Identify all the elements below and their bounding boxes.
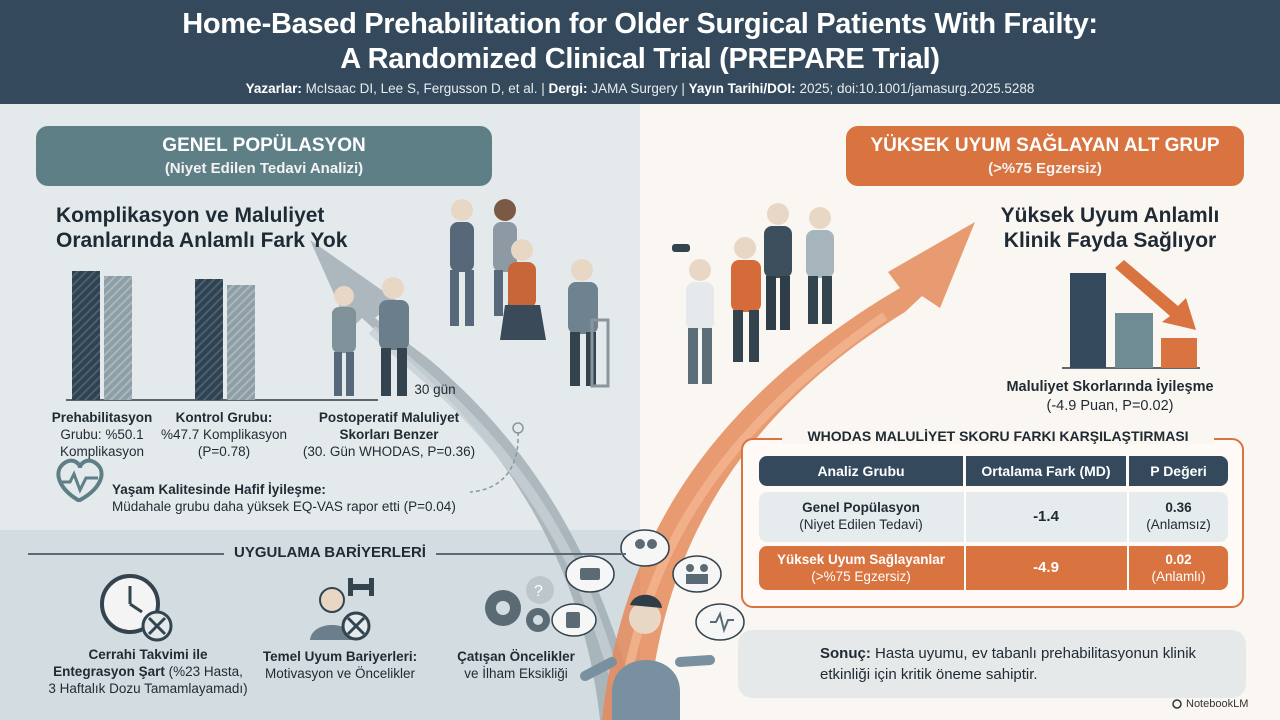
date-value: 2025; doi:10.1001/jamasurg.2025.5288 xyxy=(799,81,1035,96)
row2-md: -4.9 xyxy=(1033,559,1059,576)
disability-caption: Postoperatif Maluliyet Skorları Benzer (… xyxy=(302,410,476,459)
people-icon xyxy=(635,539,645,549)
heart-icon xyxy=(56,458,104,502)
improvement-caption: Maluliyet Skorlarında İyileşme (-4.9 Pua… xyxy=(1006,379,1214,414)
barriers-divider-right xyxy=(436,553,626,555)
control-caption: Kontrol Grubu: %47.7 Komplikasyon (P=0.7… xyxy=(160,410,288,459)
table-header-md: Ortalama Fark (MD) xyxy=(966,456,1126,486)
whodas-table-title: WHODAS MALULİYET SKORU FARKI KARŞILAŞTIR… xyxy=(782,428,1214,444)
citation-line: Yazarlar: McIsaac DI, Lee S, Fergusson D… xyxy=(245,81,1035,96)
high-adherence-title: YÜKSEK UYUM SAĞLAYAN ALT GRUP xyxy=(870,135,1220,156)
high-adherence-subtitle: (>%75 Egzersiz) xyxy=(988,160,1102,177)
header-bar: Home-Based Prehabilitation for Older Sur… xyxy=(0,0,1280,104)
clock-icon xyxy=(100,574,173,642)
bubble-icons xyxy=(566,539,734,634)
down-trend-arrow-icon xyxy=(1115,260,1196,330)
barrier-adherence-caption: Temel Uyum Bariyerleri: Motivasyon ve Ön… xyxy=(262,649,418,681)
prehab-caption: Prehabilitasyon Grubu: %50.1 Komplikasyo… xyxy=(51,410,153,459)
general-population-banner: GENEL POPÜLASYON (Niyet Edilen Tedavi An… xyxy=(36,126,492,186)
row2-p: 0.02 (Anlamlı) xyxy=(1151,552,1206,584)
control-bar-1 xyxy=(195,279,223,400)
qol-connector-line xyxy=(469,431,519,493)
row1-p: 0.36 (Anlamsız) xyxy=(1146,500,1211,532)
barriers-title: UYGULAMA BARİYERLERİ xyxy=(234,544,426,561)
title-line-1: Home-Based Prehabilitation for Older Sur… xyxy=(182,8,1098,40)
high-adherence-banner: YÜKSEK UYUM SAĞLAYAN ALT GRUP (>%75 Egze… xyxy=(846,126,1244,186)
briefcase-icon xyxy=(580,568,600,580)
person-dumbbell-icon xyxy=(310,578,374,641)
notebooklm-logo-icon xyxy=(1172,699,1182,709)
svg-text:?: ? xyxy=(534,583,543,600)
barrier-schedule-caption: Cerrahi Takvimi ile Entegrasyon Şart (%2… xyxy=(48,647,248,696)
left-heading: Komplikasyon ve Maluliyet Oranlarında An… xyxy=(56,204,348,252)
table-header-p: P Değeri xyxy=(1129,456,1228,486)
elderly-walkers-group xyxy=(332,199,610,396)
row2-group: Yüksek Uyum Sağlayanlar (>%75 Egzersiz) xyxy=(776,552,946,584)
improvement-bar-1 xyxy=(1070,273,1106,368)
prehab-bar-1 xyxy=(72,271,100,400)
barrier-priorities-caption: Çatışan Öncelikler ve İlham Eksikliği xyxy=(457,649,575,681)
authors-value: McIsaac DI, Lee S, Fergusson D, et al. xyxy=(305,81,538,96)
title-line-2: A Randomized Clinical Trial (PREPARE Tri… xyxy=(340,43,940,75)
control-bar-2 xyxy=(227,285,255,400)
row1-group: Genel Popülasyon (Niyet Edilen Tedavi) xyxy=(799,500,923,532)
row1-md: -1.4 xyxy=(1033,508,1059,525)
orange-path-arrow-highlight xyxy=(615,312,888,720)
active-elderly-group xyxy=(672,203,834,384)
thinking-person-icon xyxy=(580,594,715,720)
table-header-group: Analiz Grubu xyxy=(759,456,963,486)
journal-label: Dergi: xyxy=(548,81,588,96)
gears-icon: ? xyxy=(485,576,554,632)
improvement-bar-3 xyxy=(1161,338,1197,368)
date-label: Yayın Tarihi/DOI: xyxy=(688,81,796,96)
barriers-divider-left xyxy=(28,553,224,555)
conclusion-box xyxy=(738,630,1246,698)
general-population-title: GENEL POPÜLASYON xyxy=(162,135,366,156)
journal-value: JAMA Surgery xyxy=(591,81,678,96)
quality-of-life-note: Yaşam Kalitesinde Hafif İyileşme: Müdaha… xyxy=(112,482,456,514)
general-population-subtitle: (Niyet Edilen Tedavi Analizi) xyxy=(164,160,364,177)
conclusion-text: Sonuç: Hasta uyumu, ev tabanlı prehabili… xyxy=(820,645,1197,683)
authors-label: Yazarlar: xyxy=(245,81,302,96)
table-row xyxy=(759,492,1228,542)
brand-label: NotebookLM xyxy=(1186,698,1249,710)
improvement-bar-2 xyxy=(1115,313,1153,368)
day30-label: 30 gün xyxy=(414,382,456,397)
prehab-bar-2 xyxy=(104,276,132,400)
right-heading: Yüksek Uyum Anlamlı Klinik Fayda Sağlıyo… xyxy=(1000,204,1220,252)
table-row xyxy=(759,546,1228,590)
